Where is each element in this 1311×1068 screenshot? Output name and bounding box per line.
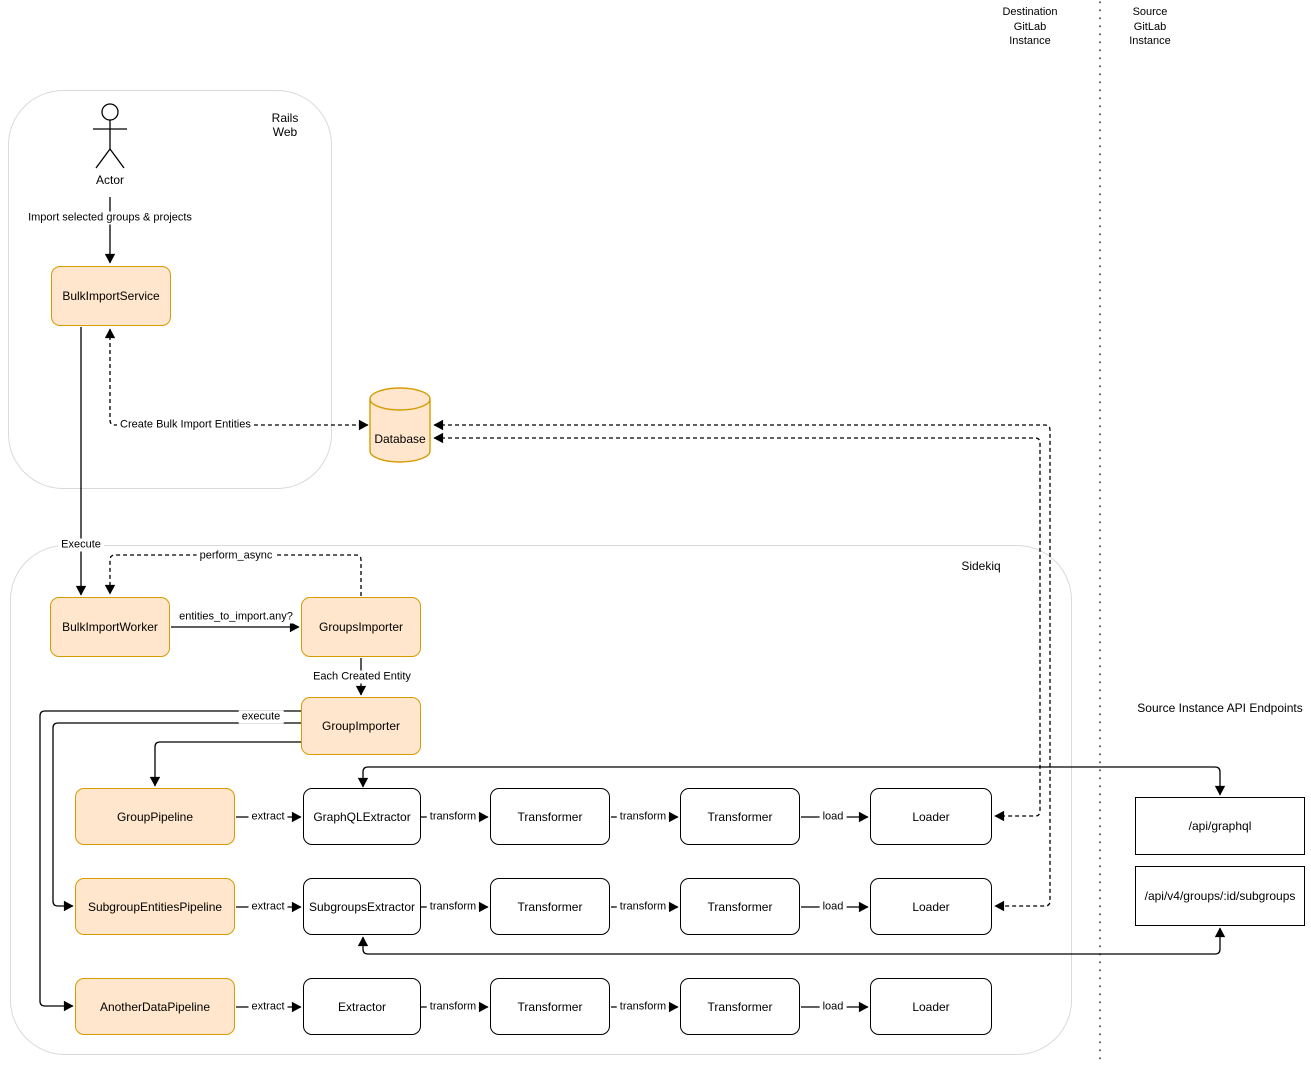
edge-label-transform1-row2: transform: [426, 900, 480, 914]
node-transformer-2-row2: Transformer: [680, 878, 800, 935]
sidekiq-label: Sidekiq: [961, 559, 1001, 573]
node-api-subgroups: /api/v4/groups/:id/subgroups: [1135, 866, 1305, 926]
edge-label-create-entities: Create Bulk Import Entities: [117, 418, 254, 432]
edge-label-extract-row3: extract: [248, 1000, 288, 1014]
edge-label-transform1-row3: transform: [426, 1000, 480, 1014]
edge-label-each-entity: Each Created Entity: [310, 670, 414, 684]
node-api-graphql: /api/graphql: [1135, 797, 1305, 855]
edge-label-execute-inner: execute: [238, 710, 284, 724]
edge-label-transform2-row2: transform: [616, 900, 670, 914]
actor-figure: [93, 103, 127, 169]
node-another-data-pipeline: AnotherDataPipeline: [75, 978, 235, 1035]
destination-instance-label: Destination GitLab Instance: [1002, 6, 1058, 47]
edge-label-extract-row2: extract: [248, 900, 288, 914]
edge-db-loader2: [433, 419, 1051, 912]
node-transformer-1-row2: Transformer: [490, 878, 610, 935]
edge-to-subgroup-pipeline: [52, 722, 301, 912]
edge-label-load-row1: load: [819, 810, 847, 824]
node-group-pipeline: GroupPipeline: [75, 788, 235, 845]
edge-label-transform2-row3: transform: [616, 1000, 670, 1014]
node-loader-row3: Loader: [870, 978, 992, 1035]
node-group-importer: GroupImporter: [301, 697, 421, 755]
api-endpoints-title: Source Instance API Endpoints: [1137, 701, 1303, 715]
node-graphql-extractor: GraphQLExtractor: [303, 788, 421, 845]
node-transformer-2-row1: Transformer: [680, 788, 800, 845]
node-transformer-1-row1: Transformer: [490, 788, 610, 845]
edge-subgroups-endpoint: [357, 927, 1226, 955]
edge-label-perform-async: perform_async: [196, 549, 276, 563]
source-instance-label: Source GitLab Instance: [1129, 6, 1171, 47]
node-transformer-2-row3: Transformer: [680, 978, 800, 1035]
node-bulk-import-service: BulkImportService: [51, 266, 171, 326]
edge-label-entities-any: entities_to_import.any?: [176, 610, 296, 624]
edge-to-group-pipeline: [149, 741, 301, 787]
database-label: Database: [374, 432, 426, 446]
node-extractor-row3: Extractor: [303, 978, 421, 1035]
rails-web-container: [8, 90, 332, 489]
node-subgroups-extractor: SubgroupsExtractor: [303, 878, 421, 935]
node-loader-row2: Loader: [870, 878, 992, 935]
node-transformer-1-row3: Transformer: [490, 978, 610, 1035]
database-shape: [369, 387, 431, 463]
node-bulk-import-worker: BulkImportWorker: [50, 597, 170, 657]
node-loader-row1: Loader: [870, 788, 992, 845]
edge-label-transform2-row1: transform: [616, 810, 670, 824]
rails-web-label: Rails Web: [271, 111, 299, 139]
edge-label-transform1-row1: transform: [426, 810, 480, 824]
actor-label: Actor: [95, 173, 124, 187]
edge-label-extract-row1: extract: [248, 810, 288, 824]
edge-label-execute: Execute: [58, 538, 104, 552]
edge-label-load-row2: load: [819, 900, 847, 914]
edge-db-loader1: [433, 432, 1041, 822]
node-subgroup-entities-pipeline: SubgroupEntitiesPipeline: [75, 878, 235, 935]
edge-create-entities: [104, 328, 369, 431]
edge-to-another-pipeline: [39, 710, 301, 1012]
edge-label-import-selected: Import selected groups & projects: [25, 211, 195, 225]
node-groups-importer: GroupsImporter: [301, 597, 421, 657]
edge-label-load-row3: load: [819, 1000, 847, 1014]
